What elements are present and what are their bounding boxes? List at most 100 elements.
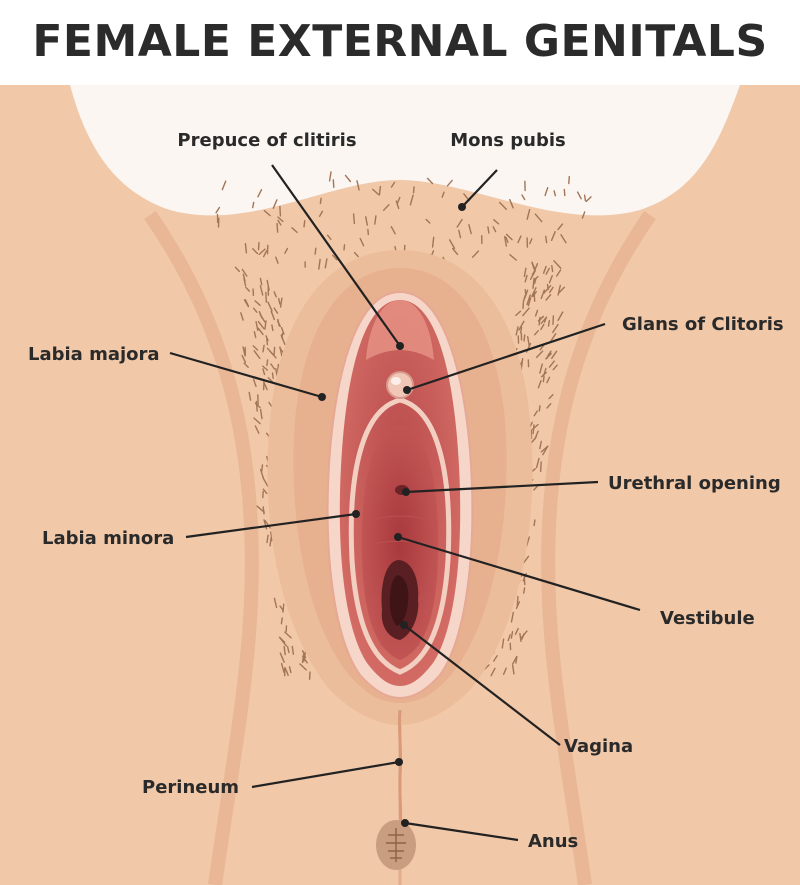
hair-stroke (266, 337, 269, 346)
hair-stroke (551, 350, 558, 359)
hair-stroke (543, 285, 552, 294)
hair-stroke (252, 248, 259, 255)
hair-stroke (557, 223, 564, 231)
hair-stroke (262, 365, 269, 371)
hair-stroke (527, 297, 532, 307)
dot-perineum (395, 758, 403, 766)
hair-stroke (524, 274, 528, 283)
hair-stroke (556, 269, 562, 277)
hair-stroke (548, 394, 554, 400)
hair-stroke (252, 307, 258, 313)
hair-stroke (515, 310, 522, 317)
leader-anus (404, 821, 519, 842)
hair-stroke (557, 284, 561, 296)
hair-stroke (542, 445, 549, 456)
hair-stroke (257, 320, 265, 330)
hair-stroke (499, 201, 507, 210)
hair-stroke (390, 225, 396, 235)
hair-stroke (248, 391, 252, 401)
hair-stroke (277, 318, 280, 327)
hair-stroke (221, 180, 227, 191)
hair-stroke (241, 268, 248, 277)
hair-stroke (273, 597, 278, 609)
hair-stroke (255, 321, 259, 332)
hair-stroke (259, 277, 263, 286)
hair-stroke (501, 638, 505, 649)
hair-stroke (263, 519, 268, 530)
page-title: FEMALE EXTERNAL GENITALS (32, 15, 768, 67)
hair-stroke (540, 323, 545, 331)
prepuce-hood (366, 300, 434, 360)
hair-stroke (431, 236, 435, 248)
hair-stroke (352, 213, 356, 225)
labia-minora-inner-line (348, 397, 452, 675)
hair-stroke (521, 633, 525, 640)
hair-stroke (259, 285, 264, 296)
hair-stroke (540, 289, 545, 300)
hair-stroke (490, 667, 496, 677)
label-glans: Glans of Clitoris (622, 314, 784, 335)
hair-stroke (253, 350, 261, 359)
hair-stroke (509, 253, 517, 261)
dot-urethral (402, 488, 410, 496)
hair-stroke (551, 265, 554, 273)
hair-stroke (266, 359, 269, 367)
hair-stroke (549, 286, 554, 294)
hair-stroke (279, 637, 288, 647)
hair-stroke (262, 477, 269, 487)
hair-stroke (259, 408, 263, 420)
hair-stroke (542, 375, 545, 383)
hair-stroke (273, 307, 279, 314)
hair-stroke (273, 346, 276, 356)
hair-stroke (276, 222, 279, 233)
vestibule-area (361, 425, 439, 660)
hair-stroke (254, 402, 261, 409)
leader-vagina (403, 624, 561, 746)
hair-stroke (241, 354, 247, 363)
hair-stroke (425, 218, 431, 224)
hair-stroke (568, 175, 570, 185)
hair-stroke (275, 368, 278, 377)
hair-stroke (251, 201, 255, 209)
anus-folds (386, 828, 406, 862)
hair-stroke (527, 336, 530, 347)
glans-highlight (391, 377, 401, 385)
hair-stroke (243, 277, 247, 287)
hair-stroke (512, 664, 515, 675)
hair-stroke (326, 234, 332, 241)
hair-stroke (533, 410, 538, 417)
hair-stroke (332, 254, 338, 261)
hair-stroke (270, 363, 276, 370)
hair-stroke (502, 667, 507, 676)
hair-stroke (537, 315, 544, 322)
leader-urethral (405, 480, 599, 494)
hair-stroke (543, 367, 547, 377)
right-thigh-crease (541, 211, 656, 885)
hair-stroke (456, 218, 463, 228)
hair-stroke (299, 663, 307, 671)
hair-stroke (493, 219, 500, 225)
hair-stroke (332, 179, 335, 189)
hair-stroke (548, 360, 555, 368)
hair-stroke (452, 247, 459, 256)
leader-perineum (251, 760, 400, 789)
leader-labia-majora (169, 351, 323, 399)
hair-stroke (552, 315, 555, 325)
hair-stroke (534, 309, 539, 317)
hair-stroke (396, 196, 401, 205)
hair-stroke (279, 652, 285, 663)
label-labia-majora: Labia majora (28, 344, 160, 365)
hair-stroke (257, 327, 264, 336)
hair-stroke (372, 188, 380, 196)
hair-stroke (257, 188, 263, 198)
hair-stroke (243, 362, 249, 368)
hair-stroke (532, 424, 535, 435)
hair-stroke (557, 311, 564, 322)
dot-anus (401, 819, 409, 827)
hair-stroke (524, 289, 527, 296)
hair-stroke (260, 468, 264, 479)
hair-stroke (283, 645, 286, 656)
hair-stroke (553, 190, 557, 197)
hair-stroke (517, 235, 522, 244)
